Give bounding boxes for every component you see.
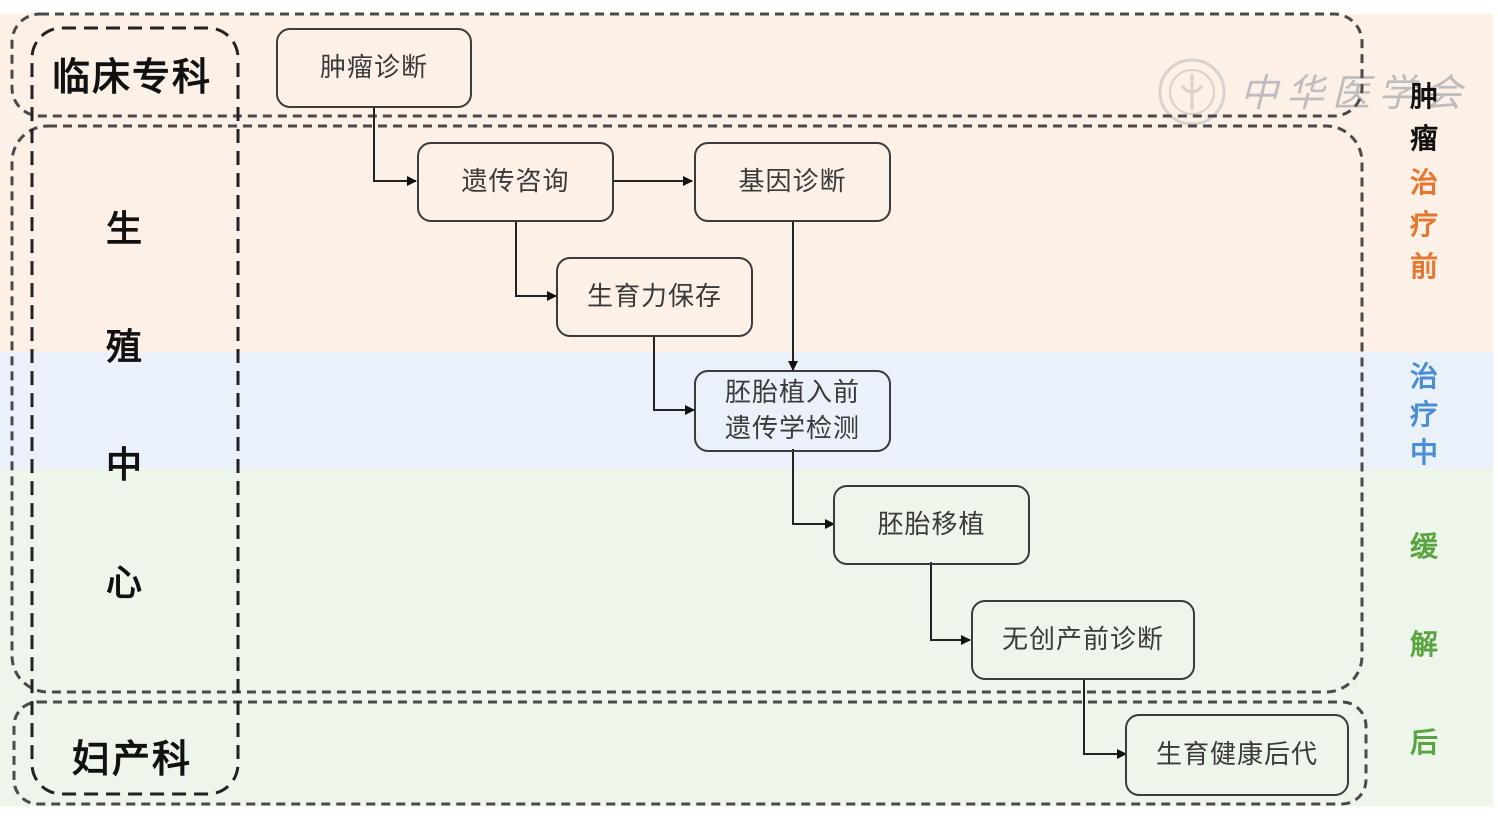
dept-char: 生 bbox=[106, 209, 143, 250]
department-clinical: 临床专科 bbox=[52, 55, 213, 99]
node-embryo-transfer: 胚胎移植 bbox=[833, 485, 1030, 565]
phase-char: 瘤 bbox=[1410, 122, 1439, 155]
group-reproductive-center bbox=[10, 124, 1364, 694]
phase-char: 疗 bbox=[1410, 208, 1439, 241]
phase-label-during-treatment: 治 疗 中 bbox=[1410, 360, 1438, 474]
node-pgt: 胚胎植入前 遗传学检测 bbox=[694, 370, 891, 452]
phase-label-remission: 缓 解 后 bbox=[1410, 530, 1438, 824]
edge-tumor-to-counseling bbox=[373, 106, 417, 186]
group-obstetrics-row bbox=[12, 700, 1368, 806]
phase-label-tumor: 肿 瘤 bbox=[1410, 80, 1438, 164]
phase-band-pre-treatment bbox=[0, 14, 1493, 352]
phase-char: 治 bbox=[1410, 360, 1439, 393]
node-tumor-diagnosis: 肿瘤诊断 bbox=[276, 28, 472, 108]
department-reproductive-center: 生 殖 中 心 bbox=[106, 210, 142, 682]
node-healthy-offspring: 生育健康后代 bbox=[1125, 714, 1349, 796]
seal-logo-icon bbox=[1158, 58, 1226, 126]
node-gene-diagnosis: 基因诊断 bbox=[694, 142, 891, 222]
phase-char: 肿 bbox=[1410, 80, 1439, 113]
phase-char: 后 bbox=[1410, 726, 1439, 759]
phase-char: 前 bbox=[1410, 250, 1439, 283]
edge-fertility-to-pgt bbox=[653, 336, 695, 415]
dept-char: 中 bbox=[106, 445, 143, 486]
dept-char: 心 bbox=[106, 563, 143, 604]
watermark-text: 中华医学会 bbox=[1240, 71, 1471, 115]
edge-pgt-to-transfer bbox=[792, 449, 835, 529]
phase-char: 缓 bbox=[1410, 530, 1439, 563]
edge-counseling-to-fertility bbox=[515, 220, 557, 301]
node-genetic-counseling: 遗传咨询 bbox=[417, 142, 614, 222]
phase-label-pre-treatment: 治 疗 前 bbox=[1410, 166, 1438, 292]
node-nipd: 无创产前诊断 bbox=[971, 600, 1195, 680]
phase-char: 治 bbox=[1410, 166, 1439, 199]
phase-char: 解 bbox=[1410, 628, 1439, 661]
dept-char: 殖 bbox=[106, 327, 143, 368]
node-fertility-preservation: 生育力保存 bbox=[556, 257, 753, 337]
edge-transfer-to-nipd bbox=[930, 562, 971, 645]
phase-char: 疗 bbox=[1410, 398, 1439, 431]
department-obstetrics: 妇产科 bbox=[72, 737, 193, 781]
edge-nipd-to-offspring bbox=[1083, 678, 1127, 759]
group-department-column bbox=[30, 26, 240, 796]
phase-band-remission bbox=[0, 468, 1493, 806]
group-clinical-row bbox=[10, 12, 1364, 118]
phase-char: 中 bbox=[1410, 436, 1439, 469]
